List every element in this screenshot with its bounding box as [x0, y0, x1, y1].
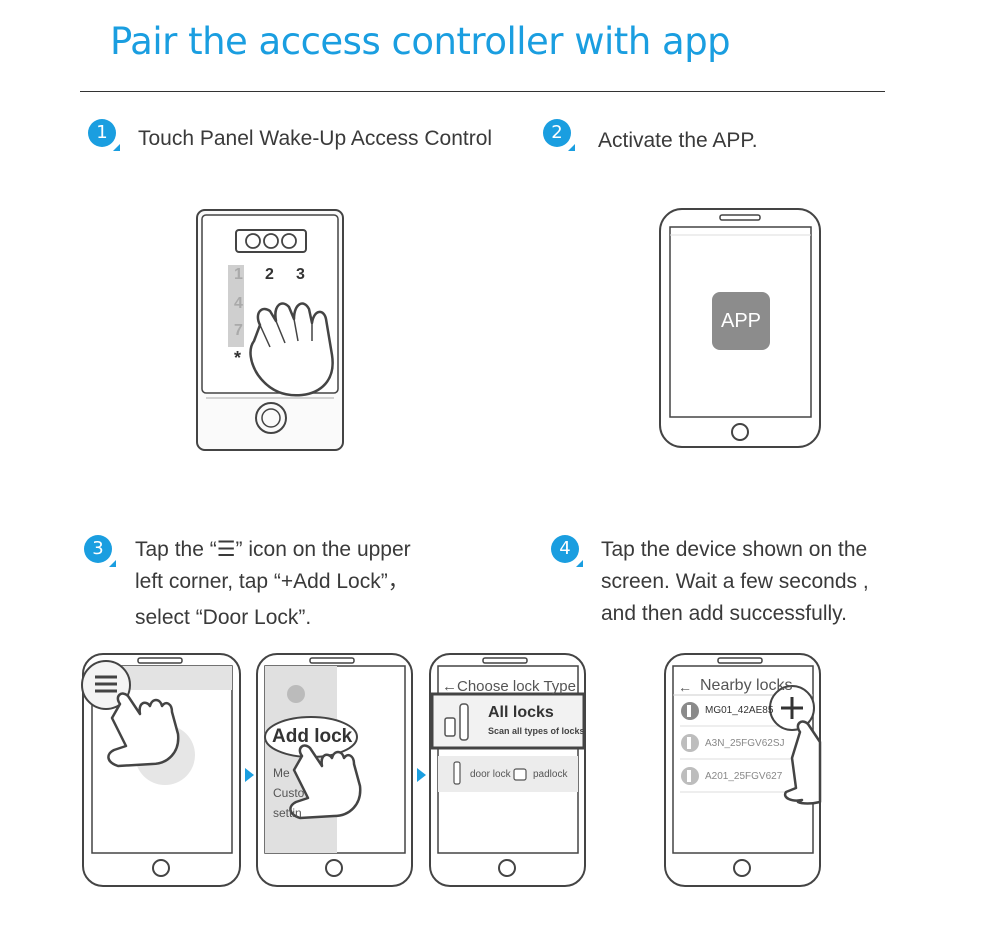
keypad-key-3: 3 [296, 266, 305, 283]
step-1-badge: 1 [88, 119, 120, 151]
phone-menu-illustration [81, 653, 241, 887]
door-lock-option[interactable]: door lock [470, 769, 511, 780]
device-item-2[interactable]: A3N_25FGV62SJ [705, 738, 785, 749]
step-2-text: Activate the APP. [598, 129, 758, 152]
step-3-line-1: Tap the “☰” icon on the upper [135, 538, 411, 561]
menu-item-custom[interactable]: Custo [273, 786, 305, 800]
menu-item-me[interactable]: Me [273, 766, 290, 780]
step-2-badge: 2 [543, 119, 575, 151]
keypad-key-7: 7 [234, 322, 243, 339]
phone-nearby-locks-illustration [664, 653, 822, 887]
phone-add-lock-illustration [256, 653, 413, 887]
add-lock-button[interactable]: Add lock [272, 726, 353, 747]
keypad-key-star: * [234, 348, 242, 368]
keypad-key-1: 1 [234, 266, 243, 283]
all-locks-option[interactable]: All locks [488, 704, 554, 721]
padlock-option[interactable]: padlock [533, 769, 568, 780]
nearby-locks-back-icon[interactable]: ← [678, 679, 692, 695]
step-3-line-2: left corner, tap “+Add Lock”， [135, 570, 409, 593]
arrow-right-icon [245, 768, 254, 782]
all-locks-subtitle: Scan all types of locks [488, 726, 585, 736]
phone-choose-lock-illustration [429, 653, 586, 887]
step-1-text: Touch Panel Wake-Up Access Control [138, 127, 493, 150]
step-3-badge: 3 [84, 535, 116, 567]
keypad-key-2: 2 [265, 266, 274, 283]
app-icon[interactable]: APP [712, 292, 770, 350]
menu-item-settings[interactable]: settin [273, 806, 302, 820]
page-title: Pair the access controller with app [110, 20, 731, 63]
step-4-line-3: and then add successfully. [601, 602, 847, 625]
step-3-line-3: select “Door Lock”. [135, 606, 312, 629]
device-item-3[interactable]: A201_25FGV627 [705, 771, 783, 782]
keypad-key-4: 4 [234, 295, 243, 312]
step-4-badge: 4 [551, 535, 583, 567]
step-4-line-1: Tap the device shown on the [601, 538, 868, 561]
nearby-locks-header: Nearby locks [700, 677, 793, 694]
step-4-line-2: screen. Wait a few seconds , [601, 570, 869, 593]
title-divider [80, 91, 885, 92]
device-item-1[interactable]: MG01_42AE85 [705, 705, 774, 716]
hand-pointer-icon [249, 302, 334, 397]
choose-lock-type-header: ←Choose lock Type [442, 678, 576, 695]
arrow-right-icon [417, 768, 426, 782]
